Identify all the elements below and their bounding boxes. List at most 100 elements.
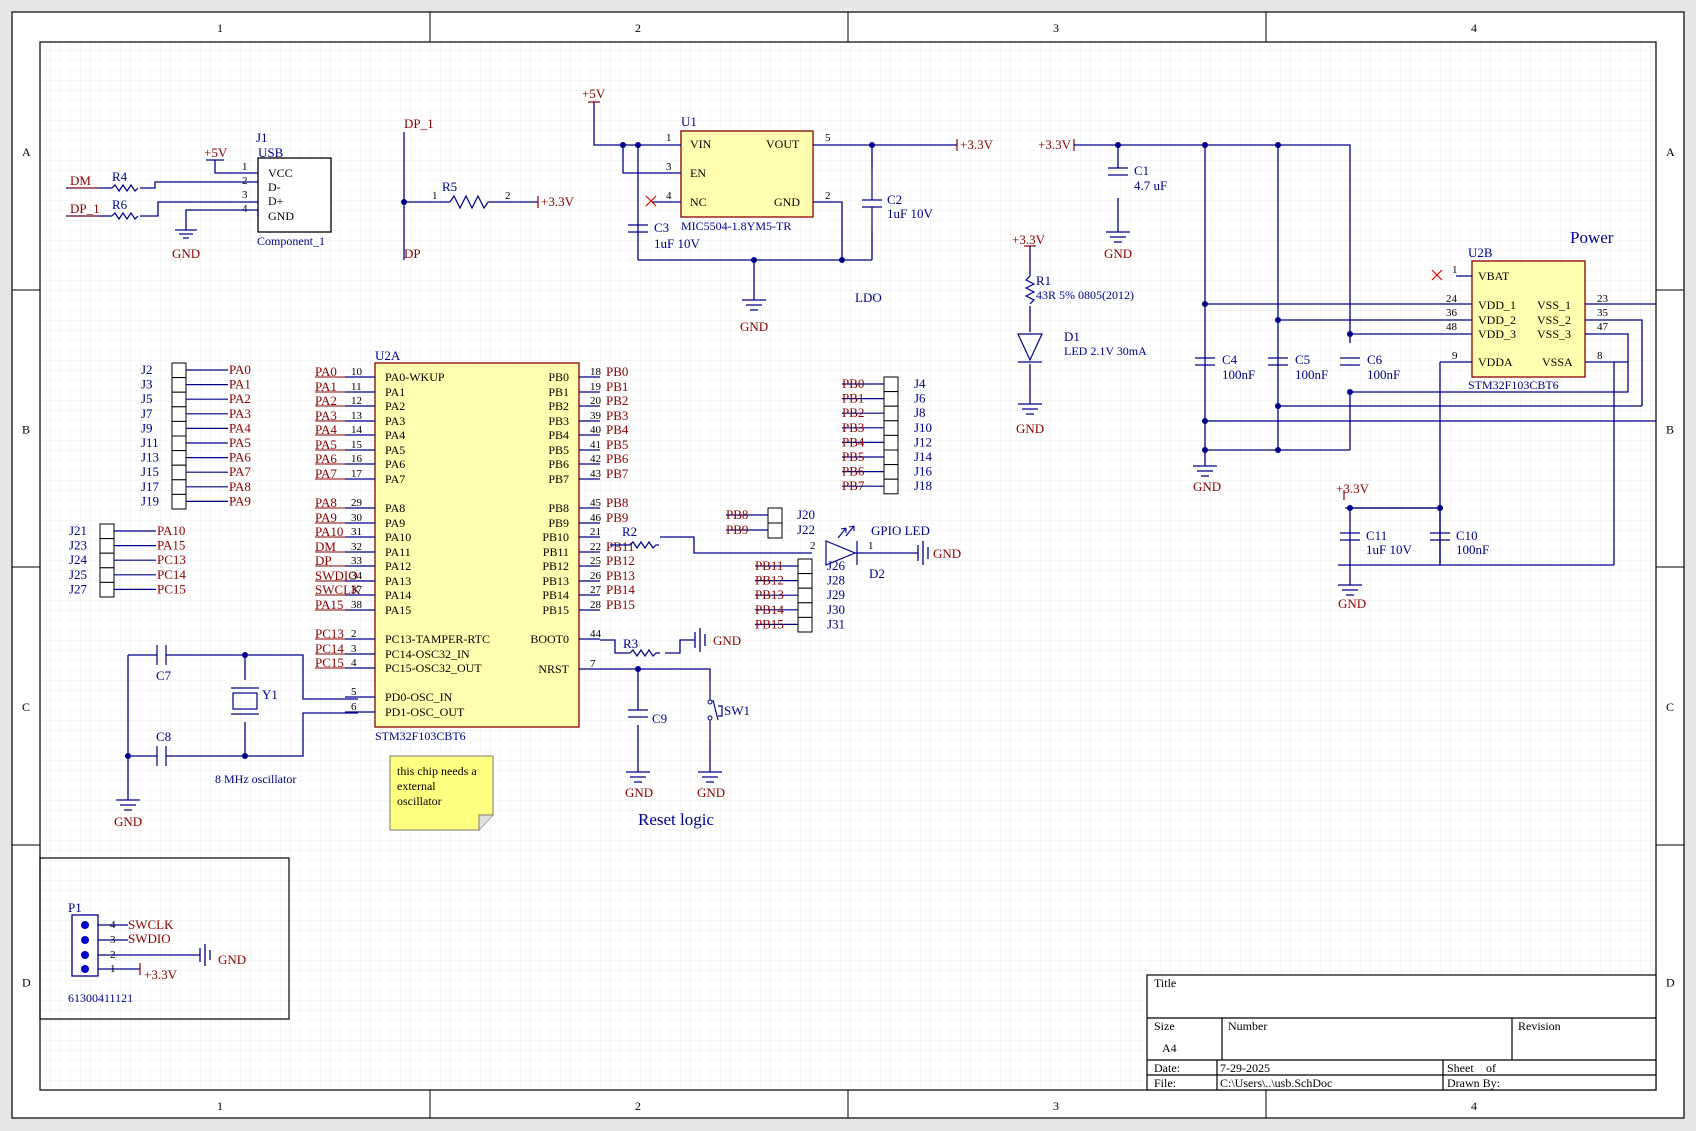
zone-row-left: C (22, 700, 30, 714)
header-net: PA0 (229, 362, 251, 377)
u2a-pin-num: 27 (590, 584, 602, 596)
u2b-pin-9: 9 (1452, 350, 1458, 362)
tb-title-label: Title (1154, 976, 1176, 990)
header-ref: J11 (141, 435, 159, 450)
u2a-pin-num: 41 (590, 439, 601, 451)
header-net: PA15 (157, 538, 185, 553)
u2a-pin-name: PA5 (385, 443, 405, 457)
u2a-pin-num: 14 (351, 424, 363, 436)
c3-value: 1uF 10V (654, 236, 700, 251)
c3-ref: C3 (654, 220, 669, 235)
c10-c11-gnd: GND (1338, 596, 1366, 611)
tb-date: 7-29-2025 (1220, 1061, 1270, 1075)
u2a-pin-name: PB12 (542, 559, 569, 573)
header-body (883, 405, 899, 422)
u1-pin-vin: VIN (690, 137, 712, 151)
swd-header-block[interactable]: P1 61300411121 4 3 2 1 SWCLK SWDIO GND +… (39, 857, 290, 1020)
zone-row-right: B (1666, 423, 1674, 437)
header-net: PB3 (842, 420, 864, 435)
oscillator-block[interactable]: C7 C8 Y1 8 MHz oscillator GND (114, 645, 358, 829)
header-ref: J6 (914, 391, 926, 406)
u2a-net-label: PC14 (315, 641, 344, 656)
u2a-pin-num: 19 (590, 381, 602, 393)
gpio-led-block[interactable]: R2 GPIO LED D2 2 1 GND (610, 523, 961, 581)
u2a-body (374, 362, 580, 728)
power-title: Power (1570, 228, 1614, 247)
u2a-net-label: PB11 (606, 539, 634, 554)
zone-row-right: D (1666, 976, 1675, 990)
dp-pullup-block[interactable]: DP_1 DP R5 1 2 +3.3V (401, 116, 575, 261)
header-ref: J21 (69, 523, 87, 538)
p1-pin3: 3 (110, 934, 116, 946)
sw1-ref: SW1 (724, 703, 750, 718)
c9-ref: C9 (652, 711, 667, 726)
title-block: Title Size A4 Number Revision Date: 7-29… (1146, 974, 1657, 1091)
c10-value: 100nF (1456, 542, 1489, 557)
usb-connector-block[interactable]: J1 USB Component_1 VCC D- D+ GND 1 2 3 4… (66, 130, 332, 261)
tb-size-label: Size (1154, 1019, 1175, 1033)
usb-pinnum-4: 4 (242, 203, 248, 215)
mcu-u2a-block[interactable]: U2A STM32F103CBT6 PA0-WKUP10PA0PA111PA1P… (315, 348, 635, 743)
header-body (99, 581, 115, 598)
u1-pin-nc: NC (690, 195, 707, 209)
zone-row-right: A (1666, 145, 1675, 159)
u1-pinnum-nc: 4 (666, 190, 672, 202)
u2a-pin-name: PB7 (548, 472, 569, 486)
u2b-designator: U2B (1468, 245, 1493, 260)
power-led-block[interactable]: +3.3V R1 43R 5% 0805(2012) D1 LED 2.1V 3… (1012, 232, 1147, 436)
u2a-pin-name: NRST (538, 662, 569, 676)
d2-pin2: 2 (810, 540, 816, 552)
u2a-pin-num: 40 (590, 424, 602, 436)
header-net: PC14 (157, 567, 186, 582)
header-ref: J27 (69, 581, 88, 596)
note-box[interactable]: this chip needs a external oscillator (389, 755, 494, 831)
zone-col-bottom: 3 (1053, 1099, 1059, 1113)
u2b-pin-8: 8 (1597, 350, 1603, 362)
header-body (797, 573, 813, 589)
u2a-pin-name: PB11 (543, 545, 569, 559)
r1-ref: R1 (1036, 273, 1051, 288)
zone-col-bottom: 1 (217, 1099, 223, 1113)
usb-name: USB (258, 145, 284, 160)
u1-pinnum-vin: 1 (666, 132, 672, 144)
c4-value: 100nF (1222, 367, 1255, 382)
u2a-net-label: PA9 (315, 510, 337, 525)
p1-swclk: SWCLK (128, 917, 174, 932)
u2a-pin-num: 34 (351, 570, 363, 582)
header-body (171, 377, 187, 393)
u2a-pin-name: PA10 (385, 530, 411, 544)
header-net: PB11 (755, 558, 783, 573)
header-ref: J30 (827, 602, 845, 617)
boot0-block[interactable]: R3 GND (600, 628, 741, 658)
u2a-pin-name: PA11 (385, 545, 411, 559)
r4-label: R4 (112, 169, 128, 184)
u2b-vss2: VSS_2 (1537, 313, 1571, 327)
u2a-pin-num: 21 (590, 526, 601, 538)
u2a-net-label: PB3 (606, 408, 628, 423)
power-block[interactable]: Power +3.3V C1 4.7 uF GND C4 100nF C5 10… (1038, 137, 1656, 611)
header-body (171, 464, 187, 481)
reset-block[interactable]: C9 SW1 GND GND Reset logic (600, 666, 750, 829)
zone-row-left: A (22, 145, 31, 159)
u2a-pin-name: PB4 (548, 428, 569, 442)
c11-ref: C11 (1366, 528, 1387, 543)
r5-label: R5 (442, 179, 457, 194)
usb-vcc-net: +5V (204, 145, 228, 160)
zone-col-top: 3 (1053, 21, 1059, 35)
header-net: PB9 (726, 522, 748, 537)
u2a-net-label: PA15 (315, 597, 343, 612)
u2a-net-label: PA5 (315, 437, 337, 452)
header-net: PB6 (842, 464, 865, 479)
ldo-block[interactable]: U1 MIC5504-1.8YM5-TR VIN EN NC VOUT GND … (582, 86, 994, 334)
header-body (171, 435, 187, 452)
u2a-net-label: PB8 (606, 495, 628, 510)
header-body (767, 507, 783, 524)
header-body (99, 523, 115, 540)
headers-pb-group[interactable]: J4PB0J6PB1J8PB2J10PB3J12PB4J14PB5J16PB6J… (842, 376, 933, 495)
